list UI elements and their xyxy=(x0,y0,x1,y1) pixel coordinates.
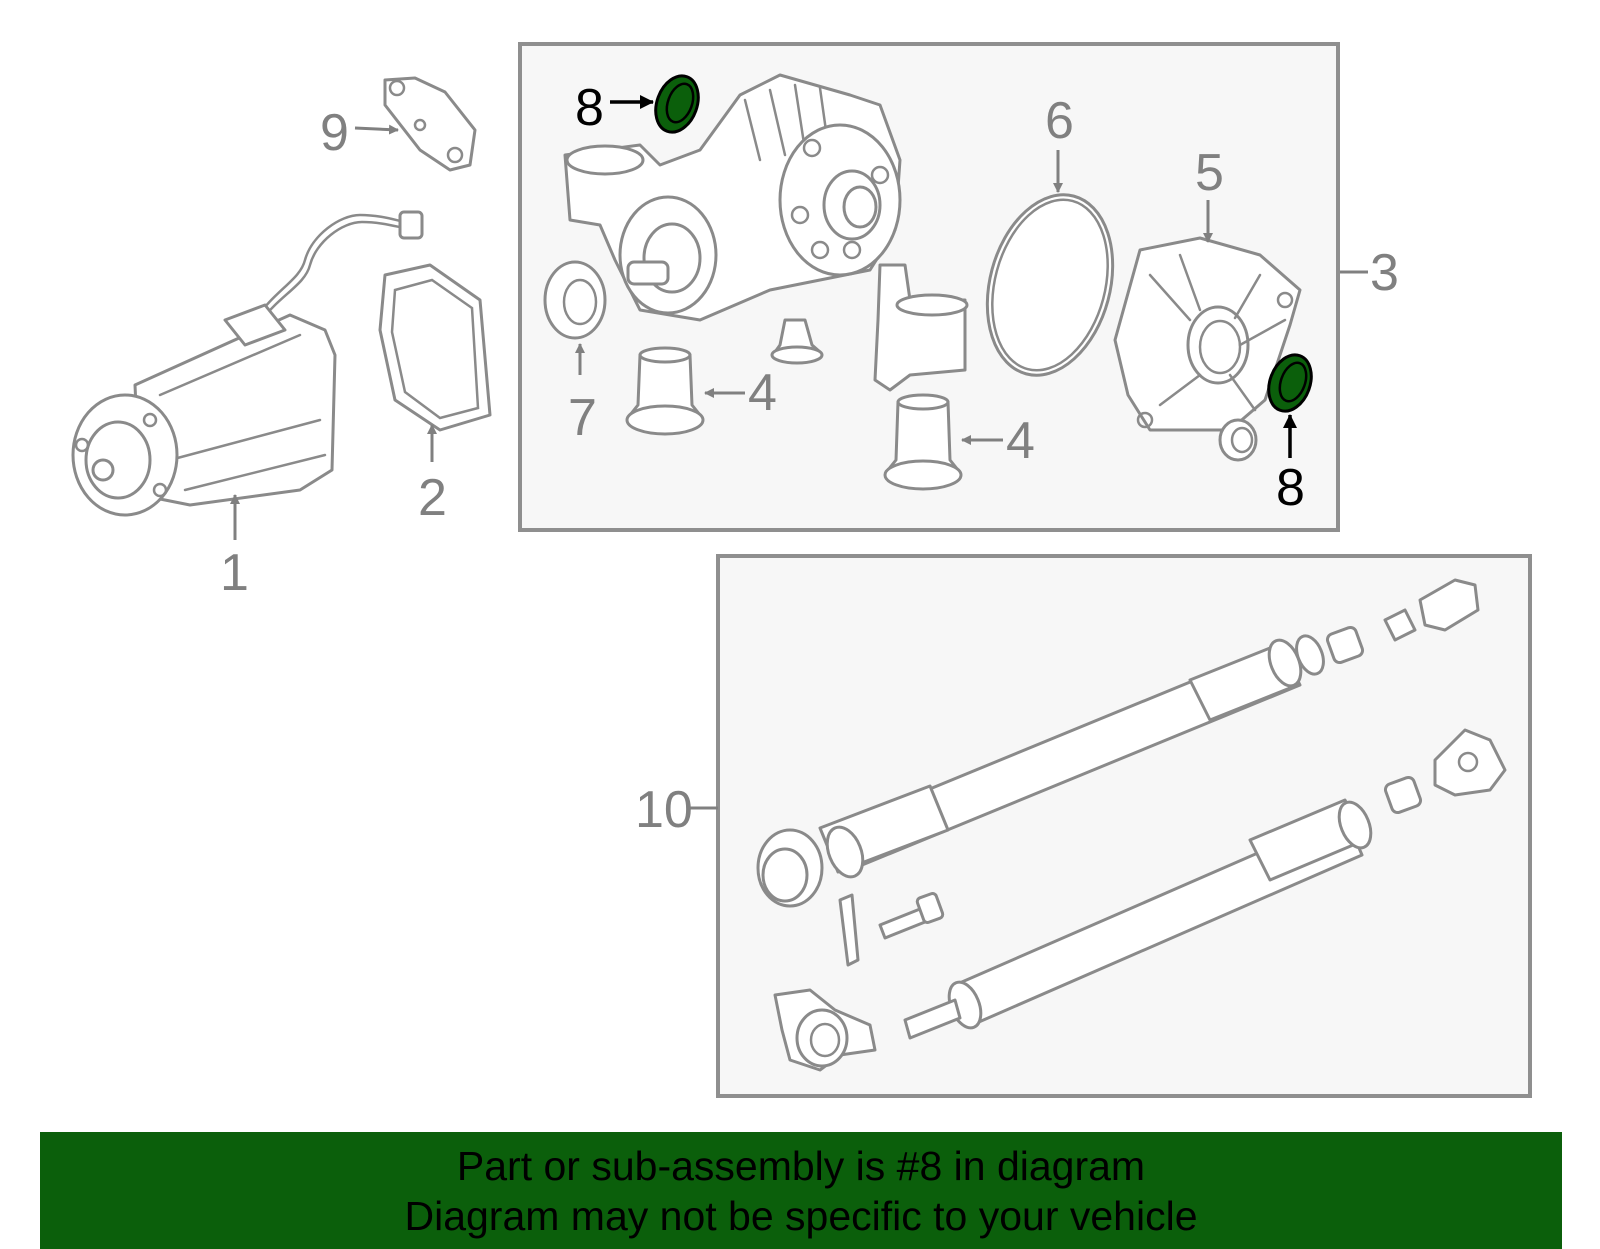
part-8-seal-left xyxy=(654,74,700,134)
part-8-seal-right xyxy=(1267,353,1313,413)
callout-8-right: 8 xyxy=(1276,459,1305,517)
part-5-differential-cover xyxy=(1113,236,1302,432)
center-support-bearing xyxy=(773,988,877,1072)
callout-8-left: 8 xyxy=(575,79,604,137)
banner-line-1: Part or sub-assembly is #8 in diagram xyxy=(456,1142,1146,1189)
part-7-seal xyxy=(543,260,607,340)
wiring-harness xyxy=(253,210,424,324)
part-4-bushing-upper xyxy=(625,346,705,436)
callout-6: 6 xyxy=(1045,92,1074,150)
info-banner: Part or sub-assembly is #8 in diagram Di… xyxy=(40,1132,1562,1249)
universal-joint-upper xyxy=(1325,578,1480,665)
banner-line-2: Diagram may not be specific to your vehi… xyxy=(404,1192,1198,1239)
part-2-gasket xyxy=(378,263,492,432)
propeller-shaft-lower xyxy=(903,798,1373,1040)
part-1-transfer-case xyxy=(71,303,337,517)
part-9-bracket xyxy=(383,76,477,172)
callout-5: 5 xyxy=(1195,144,1224,202)
callout-9: 9 xyxy=(320,104,349,162)
universal-joint-lower xyxy=(1383,728,1507,815)
leader-9 xyxy=(354,124,399,135)
callout-10: 10 xyxy=(635,781,693,839)
mount-bracket xyxy=(873,263,969,392)
drain-plug xyxy=(1218,418,1258,462)
propeller-shaft-upper xyxy=(756,634,1325,908)
callout-1: 1 xyxy=(220,544,249,602)
part-6-o-ring xyxy=(985,193,1115,377)
differential-housing xyxy=(563,73,902,322)
rubber-boot xyxy=(770,318,824,365)
callout-3: 3 xyxy=(1370,244,1399,302)
part-4-bushing-lower xyxy=(883,393,963,491)
callout-4-lower: 4 xyxy=(1006,412,1035,470)
callout-2: 2 xyxy=(418,469,447,527)
callout-4-upper: 4 xyxy=(748,364,777,422)
callout-7: 7 xyxy=(568,389,597,447)
strap-and-bolt xyxy=(838,891,945,967)
